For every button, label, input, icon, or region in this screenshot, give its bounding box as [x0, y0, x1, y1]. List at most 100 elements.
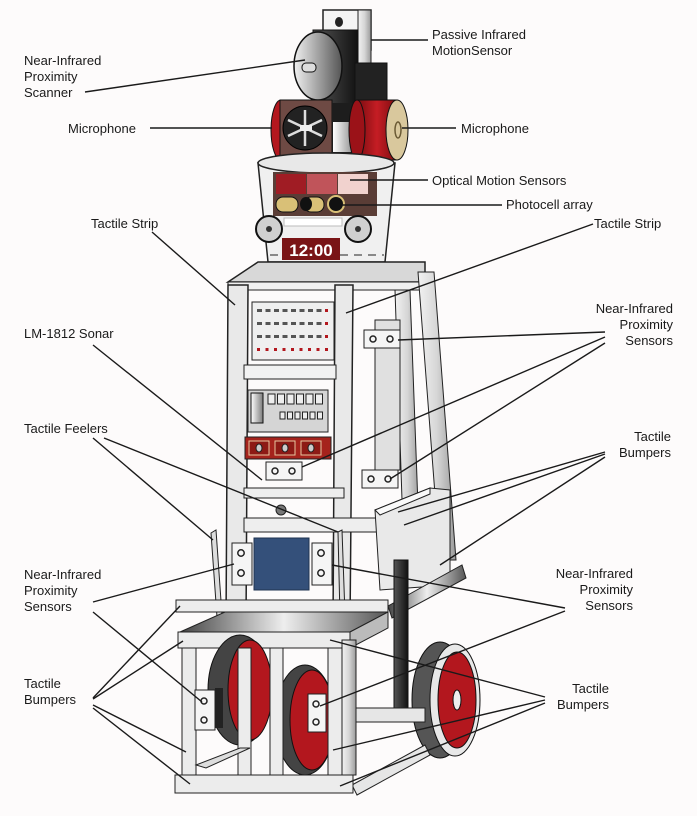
- leader-nir-ur-2: [301, 336, 606, 468]
- leader-nir-lr-1: [331, 564, 566, 609]
- nir-sensor-base-right: [307, 693, 327, 733]
- leader-bumpers-left-2: [92, 640, 184, 700]
- led-dot: [325, 322, 328, 325]
- led-dot: [265, 309, 271, 312]
- clock-display: 12:00: [282, 238, 340, 260]
- led-dot: [282, 322, 288, 325]
- leader-bumpers-lr-1: [329, 639, 546, 698]
- control-panel: [247, 389, 329, 433]
- leader-bumpers-lr-2: [332, 699, 546, 751]
- leader-bumpers-lr-3: [339, 702, 546, 787]
- rear-strut: [393, 559, 409, 711]
- leader-tactile-strip-left: [151, 231, 236, 306]
- led-dot: [282, 348, 286, 351]
- leader-nir-ur-1: [397, 331, 606, 341]
- led-dot: [291, 322, 296, 325]
- leader-tactile-strip-right: [345, 223, 594, 314]
- nir-sensor-base-left: [194, 688, 223, 731]
- leader-bumpers-ur-1: [397, 451, 606, 513]
- nir-sensor-body-right-lower: [361, 469, 399, 489]
- control-key-small: [279, 411, 286, 420]
- led-dot: [308, 348, 311, 351]
- led-dot: [257, 309, 262, 312]
- label-tactile-feelers: Tactile Feelers: [24, 421, 108, 436]
- led-dot: [299, 335, 305, 338]
- label-mic-right: Microphone: [461, 121, 529, 136]
- led-dot: [299, 322, 305, 325]
- led-dot: [282, 335, 288, 338]
- leader-feelers-2: [103, 437, 339, 533]
- led-dot: [325, 335, 328, 338]
- drum-panel: [283, 217, 343, 227]
- caster-arm: [354, 707, 426, 723]
- label-tactile-strip-right: Tactile Strip: [594, 216, 662, 231]
- body-top: [225, 261, 426, 291]
- led-dot: [325, 309, 328, 312]
- drum-speaker-right: [344, 215, 372, 243]
- label-optical-motion: Optical Motion Sensors: [432, 173, 567, 188]
- leader-bumpers-left-3: [92, 704, 187, 753]
- label-nir-sensors-left: Near-Infrared Proximity Sensors: [24, 567, 102, 614]
- led-dot: [316, 309, 322, 312]
- control-key: [286, 393, 295, 405]
- leader-bumpers-ur-2: [403, 453, 606, 526]
- led-dot: [291, 309, 296, 312]
- nir-sensor-feeler-left: [231, 542, 253, 586]
- bumper-bar-mid: [175, 599, 389, 613]
- led-dot: [274, 309, 279, 312]
- microphone-left: [270, 99, 333, 161]
- label-mic-left: Microphone: [68, 121, 136, 136]
- clock-text: 12:00: [289, 241, 332, 260]
- base-bottom-rail: [174, 774, 354, 794]
- drum-speaker-left: [255, 215, 283, 243]
- label-pir-sensor: Passive Infrared MotionSensor: [432, 27, 526, 58]
- nir-sensor-body-center: [265, 461, 303, 481]
- leader-feelers-1: [92, 437, 214, 541]
- led-dot: [299, 348, 303, 351]
- led-dot: [316, 322, 322, 325]
- led-dot: [308, 322, 313, 325]
- leader-nir-scanner: [84, 59, 306, 93]
- control-key-small: [309, 411, 316, 420]
- label-tactile-bumpers-lower-right: Tactile Bumpers: [556, 681, 609, 712]
- led-dot: [265, 335, 271, 338]
- label-tactile-bumpers-left: Tactile Bumpers: [24, 676, 77, 707]
- label-photocell: Photocell array: [506, 197, 593, 212]
- control-key-small: [302, 411, 308, 420]
- frame-rear-posts: [374, 271, 457, 561]
- led-dot: [308, 335, 313, 338]
- control-key: [296, 393, 304, 405]
- sonar-transducer: [281, 443, 289, 453]
- leader-nir-lr-2: [319, 610, 566, 707]
- control-key: [267, 393, 276, 405]
- sonar-transducer: [255, 443, 263, 453]
- leader-bumpers-left-4: [92, 707, 191, 785]
- control-key-small: [294, 411, 301, 420]
- led-dot: [257, 348, 260, 351]
- base-diagonal-brace: [351, 744, 431, 796]
- led-dot: [299, 309, 305, 312]
- nir-sensor-body-right-upper: [363, 329, 401, 349]
- led-dot: [291, 348, 294, 351]
- led-dot: [257, 335, 262, 338]
- label-nir-scanner: Near-Infrared Proximity Scanner: [24, 53, 102, 100]
- leader-nir-ur-3: [389, 342, 606, 480]
- label-nir-sensors-upper-right: Near-Infrared Proximity Sensors: [595, 301, 673, 348]
- sonar-transducer: [307, 443, 315, 453]
- led-dot: [316, 348, 320, 351]
- control-key: [305, 393, 314, 405]
- leader-lines: [84, 39, 606, 787]
- led-dot: [265, 348, 269, 351]
- led-dot: [316, 335, 322, 338]
- label-tactile-bumpers-upper-right: Tactile Bumpers: [618, 429, 671, 460]
- led-dot: [291, 335, 296, 338]
- base-top-rail: [177, 631, 351, 649]
- photocell-array: [275, 195, 345, 213]
- led-dot: [282, 309, 288, 312]
- leader-bumpers-left-1: [92, 605, 181, 699]
- rear-caster-wheel: [411, 641, 481, 759]
- control-key: [315, 393, 323, 405]
- led-panel: [251, 301, 335, 361]
